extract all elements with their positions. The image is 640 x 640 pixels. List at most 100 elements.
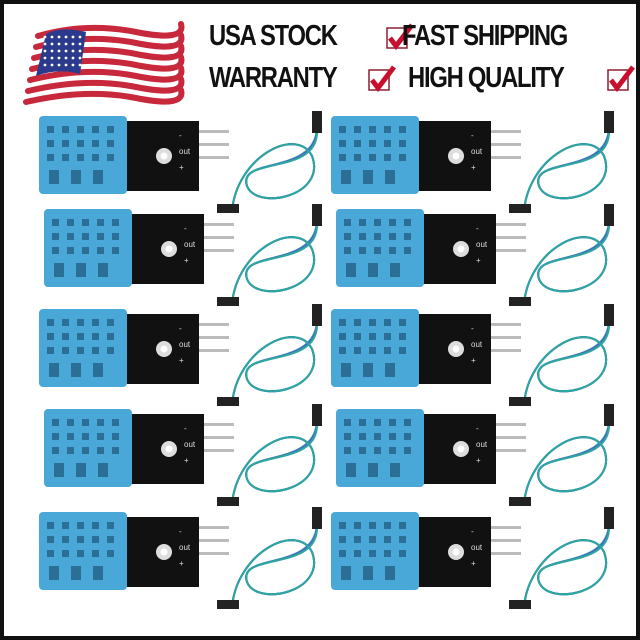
sensor-vent	[354, 126, 361, 133]
sensor-vent	[404, 419, 411, 426]
header-pin	[189, 143, 229, 146]
sensor-vent	[344, 447, 351, 454]
flag-star	[50, 35, 54, 39]
sensor-vent	[49, 170, 59, 184]
cable-wire	[523, 131, 610, 212]
pcb-label: +	[476, 456, 481, 465]
header-pin	[189, 130, 229, 133]
sensor-vent	[339, 126, 346, 133]
flag-star	[57, 49, 61, 53]
sensor-vent	[82, 233, 89, 240]
header-pin	[194, 436, 234, 439]
flag-star	[64, 49, 68, 53]
sensor-vent	[359, 419, 366, 426]
sensor-vent	[47, 140, 54, 147]
header-pin	[486, 236, 526, 239]
jumper-cable	[509, 204, 614, 306]
sensor-vent	[49, 566, 59, 580]
sensor-vent	[54, 463, 64, 477]
sensor-vent	[339, 154, 346, 161]
header-pin	[481, 539, 521, 542]
sensor-vent	[369, 154, 376, 161]
header-pin	[486, 436, 526, 439]
dht11-sensor-module: -out+	[39, 309, 229, 387]
sensor-vent	[354, 154, 361, 161]
sensor-vent	[369, 347, 376, 354]
flag-star	[71, 42, 75, 46]
flag-stripe	[27, 65, 185, 83]
badge-warranty: WARRANTY	[209, 62, 397, 95]
sensor-vent	[344, 233, 351, 240]
sensor-vent	[92, 550, 99, 557]
pcb-label: -	[476, 424, 479, 433]
sensor-vent	[52, 447, 59, 454]
sensor-vent	[374, 447, 381, 454]
header-pin	[189, 156, 229, 159]
connector-female	[217, 600, 239, 609]
sensor-vent	[384, 333, 391, 340]
sensor-vent	[77, 550, 84, 557]
cable-wire	[523, 324, 610, 405]
sensor-vent	[368, 463, 378, 477]
flag-star	[57, 63, 61, 67]
sensor-vent	[374, 247, 381, 254]
sensor-vent	[67, 233, 74, 240]
flag-star	[43, 56, 47, 60]
sensor-vent	[77, 522, 84, 529]
pcb-label: +	[179, 356, 184, 365]
flag-star	[64, 63, 68, 67]
jumper-cable	[509, 304, 614, 406]
sensor-vent	[369, 536, 376, 543]
sensor-vent	[404, 447, 411, 454]
sensor-vent	[67, 419, 74, 426]
flag-stripe	[23, 87, 185, 105]
red-checkbox-icon	[607, 64, 635, 92]
sensor-vent	[399, 319, 406, 326]
jumper-cable	[217, 404, 322, 506]
sensor-vent	[47, 347, 54, 354]
sensor-vent	[52, 247, 59, 254]
sensor-vent	[98, 263, 108, 277]
sensor-vent	[363, 363, 373, 377]
header-pin	[189, 539, 229, 542]
pcb-label: out	[184, 440, 196, 449]
connector-female	[604, 204, 614, 226]
cable-wire	[231, 224, 318, 305]
flag-star	[57, 42, 61, 46]
flag-star	[50, 49, 54, 53]
connector-female	[509, 297, 531, 306]
flag-star	[64, 56, 68, 60]
sensor-vent	[67, 433, 74, 440]
header-pin	[486, 449, 526, 452]
flag-star	[64, 42, 68, 46]
sensor-vent	[112, 419, 119, 426]
connector-female	[312, 507, 322, 529]
sensor-vent	[384, 126, 391, 133]
flag-star	[78, 49, 82, 53]
sensor-vent	[54, 263, 64, 277]
jumper-cable	[217, 111, 322, 213]
dht11-sensor-module: -out+	[331, 116, 521, 194]
sensor-vent	[389, 447, 396, 454]
header-pin	[189, 349, 229, 352]
connector-female	[509, 397, 531, 406]
sensor-vent	[384, 347, 391, 354]
jumper-cable	[217, 204, 322, 306]
connector-female	[312, 404, 322, 426]
cable-wire	[231, 324, 318, 405]
flag-star	[43, 49, 47, 53]
sensor-vent	[389, 247, 396, 254]
sensor-vent	[339, 319, 346, 326]
sensor-vent	[62, 126, 69, 133]
sensor-vent	[359, 219, 366, 226]
sensor-vent	[77, 319, 84, 326]
sensor-vent	[62, 522, 69, 529]
flag-star	[71, 63, 75, 67]
sensor-vent	[97, 247, 104, 254]
pcb-label: out	[471, 147, 483, 156]
sensor-vent	[399, 126, 406, 133]
flag-stripe	[25, 76, 185, 94]
flag-star	[43, 42, 47, 46]
sensor-vent	[92, 154, 99, 161]
sensor-vent	[354, 522, 361, 529]
